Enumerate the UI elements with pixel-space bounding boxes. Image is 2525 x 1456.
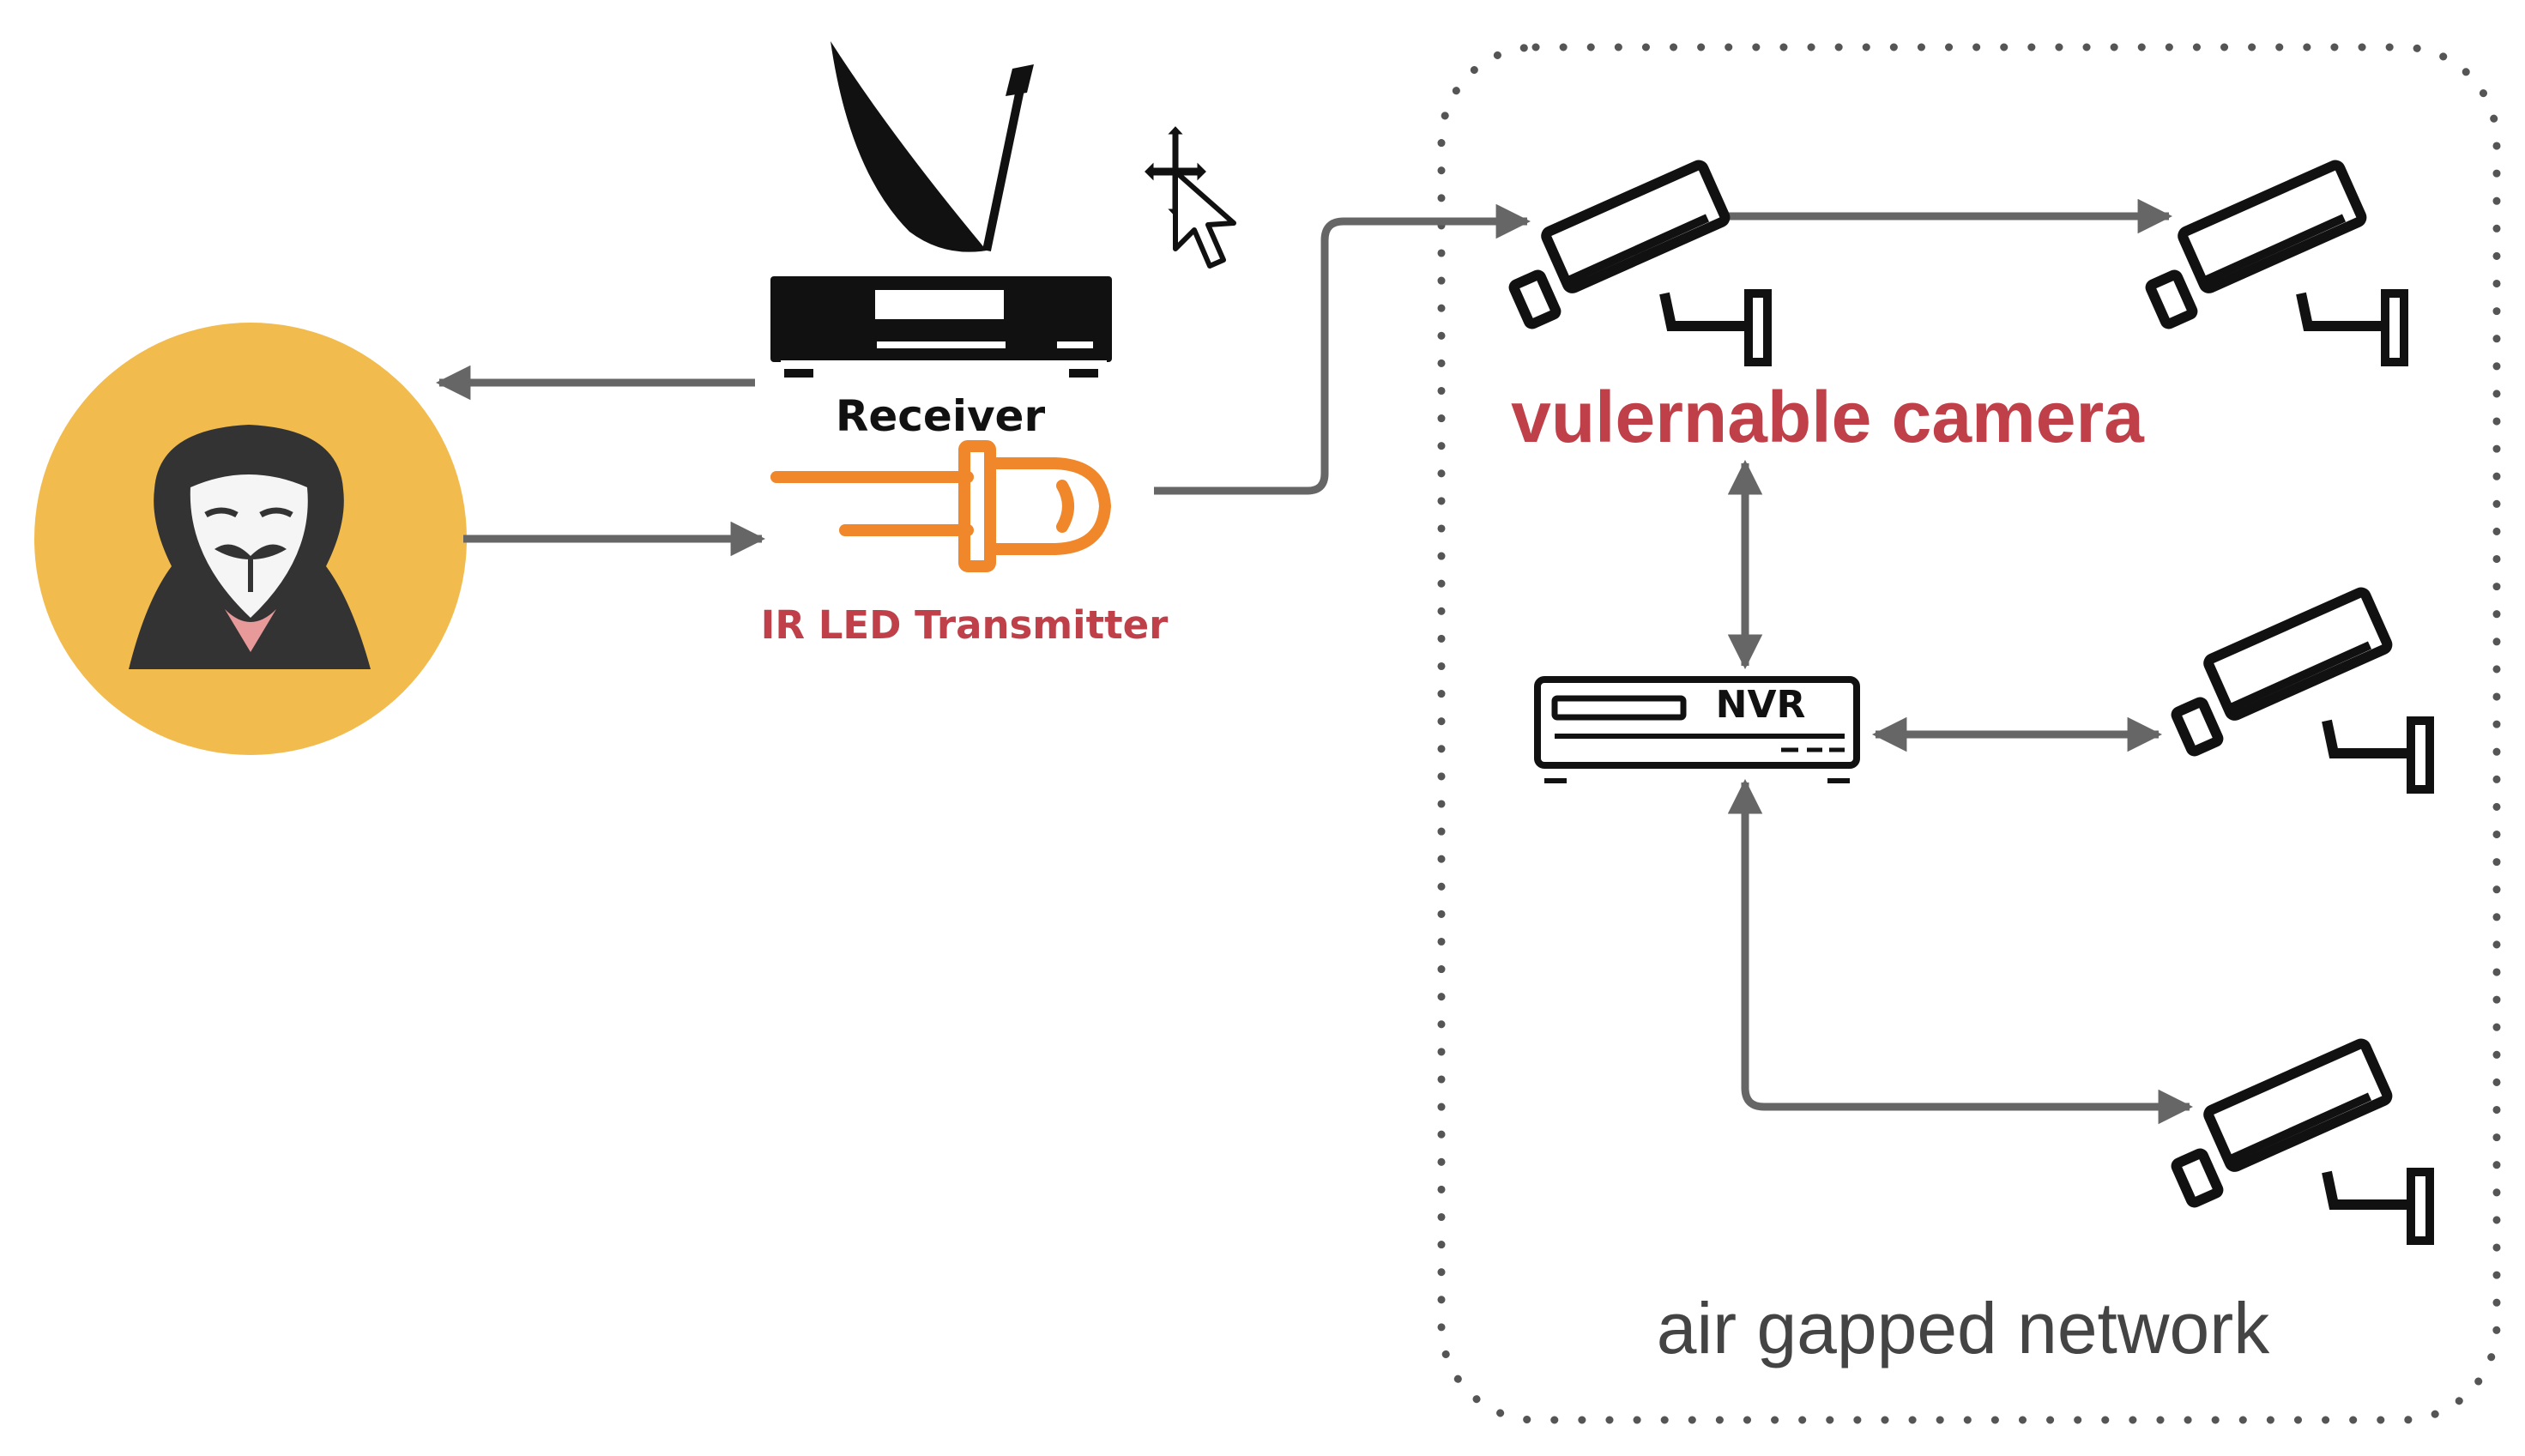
- receiver-box-icon: [770, 276, 1112, 378]
- air-gapped-boundary: [1437, 43, 2501, 1424]
- security-camera-icon: [2149, 164, 2404, 362]
- nvr-label: NVR: [1715, 683, 1806, 727]
- ir-led-icon: [770, 440, 1111, 572]
- security-camera-icon: [1513, 164, 1767, 362]
- receiver-label: Receiver: [835, 391, 1046, 441]
- arrow-nvr-to-bottom-camera: [1727, 778, 2194, 1125]
- arrow-led-to-camera: [1154, 203, 1531, 495]
- satellite-dish-icon: [831, 41, 1034, 252]
- move-cursor-icon: [1140, 122, 1236, 269]
- air-gapped-network-label: air gapped network: [1656, 1288, 2270, 1368]
- security-camera-icon: [2175, 1042, 2430, 1241]
- nvr-box-icon: [1534, 676, 1860, 783]
- vulnerable-camera-label: vulernable camera: [1511, 377, 2144, 457]
- ir-led-transmitter-label: IR LED Transmitter: [760, 602, 1169, 648]
- hacker-icon: [34, 323, 467, 755]
- security-camera-icon: [2175, 591, 2430, 789]
